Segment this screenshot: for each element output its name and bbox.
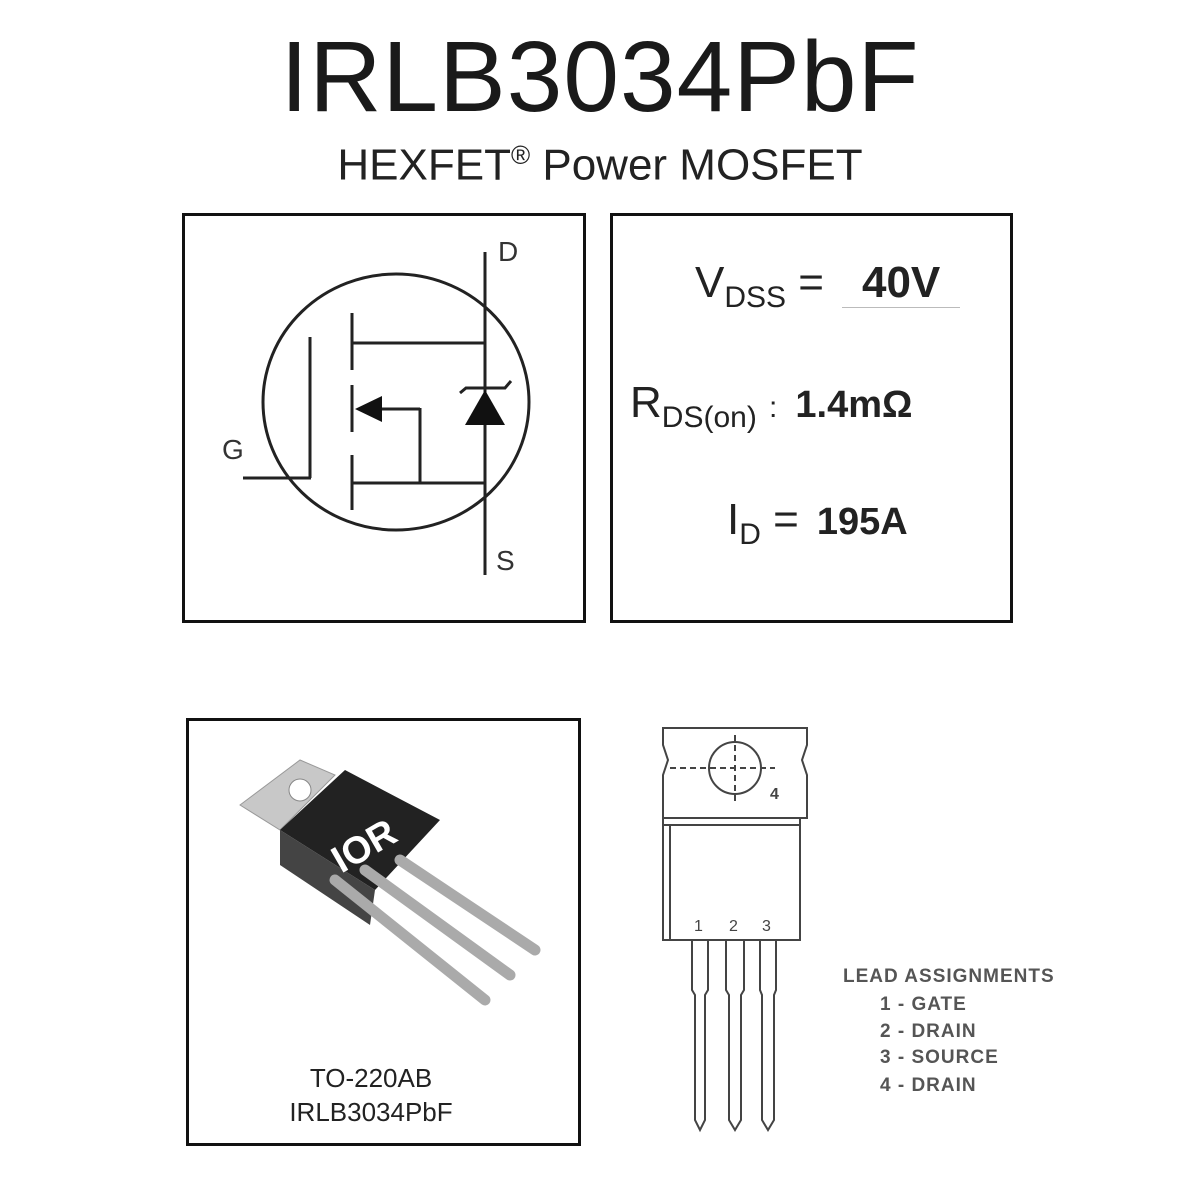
spec-subscript: DSS [724, 280, 787, 314]
package-part: IRLB3034PbF [289, 1097, 453, 1127]
source-label: S [496, 545, 515, 576]
mosfet-symbol-box [182, 213, 586, 623]
spec-sep: = [798, 258, 824, 307]
outline-tab [662, 727, 808, 819]
spec-rdson: RDS(on) :1.4mΩ [630, 378, 912, 435]
tab-number: 4 [770, 786, 779, 803]
spec-value: 40V [841, 258, 961, 308]
gate-label: G [222, 434, 244, 465]
pin-number: 2 [729, 918, 738, 935]
spec-symbol: R [630, 378, 662, 427]
spec-subscript: D [739, 517, 761, 551]
spec-sep: : [769, 391, 778, 424]
spec-symbol: I [727, 495, 740, 544]
spec-symbol: V [695, 258, 725, 307]
subtitle: HEXFET® Power MOSFET [0, 140, 1200, 191]
lead-assignment: 3 - SOURCE [880, 1047, 999, 1068]
spec-value: 1.4mΩ [795, 384, 913, 426]
spec-subscript: DS(on) [661, 400, 757, 434]
drain-label: D [498, 236, 519, 267]
pin-number: 3 [762, 918, 771, 935]
subtitle-suffix: Power MOSFET [530, 140, 863, 190]
part-number-title: IRLB3034PbF [280, 21, 920, 133]
lead-assignment: 1 - GATE [880, 994, 967, 1015]
spec-sep: = [773, 495, 799, 544]
spec-id: ID = 195A [727, 495, 908, 552]
package-name: TO-220AB [309, 1063, 433, 1093]
spec-vdss: VDSS = 40V [695, 258, 961, 315]
outline-leads [691, 940, 777, 1133]
pin-number: 1 [694, 918, 703, 935]
spec-value: 195A [816, 501, 908, 543]
lead-assignment: 2 - DRAIN [880, 1021, 977, 1042]
lead-assignments-title: LEAD ASSIGNMENTS [843, 966, 1055, 987]
specs-box [610, 213, 1013, 623]
subtitle-prefix: HEXFET [337, 140, 511, 190]
lead-assignment: 4 - DRAIN [880, 1075, 977, 1096]
registered-mark: ® [510, 140, 531, 170]
